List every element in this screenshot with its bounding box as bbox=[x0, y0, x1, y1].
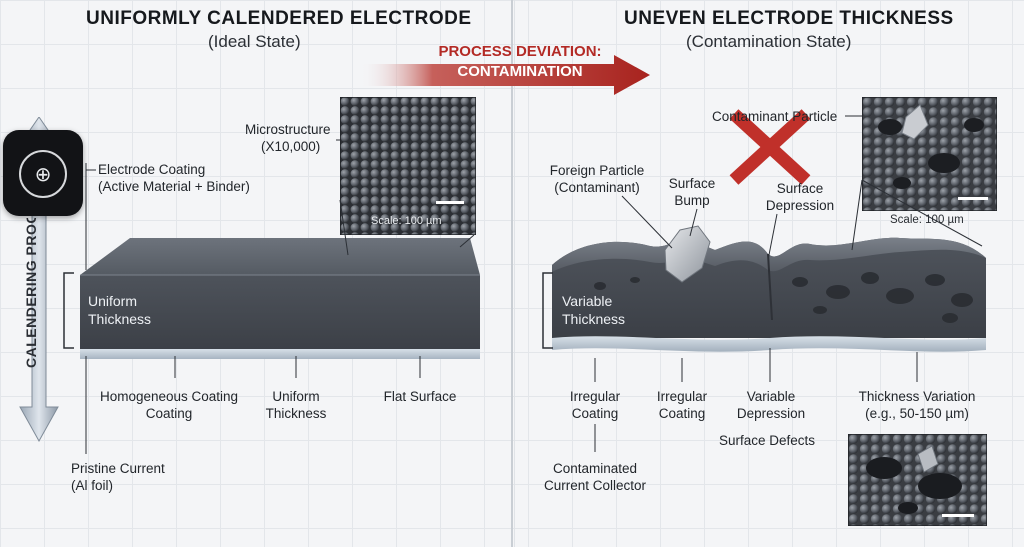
flat-surface-label: Flat Surface bbox=[383, 389, 457, 404]
surface-defects-label: Surface Defects bbox=[719, 433, 816, 448]
left-subtitle: (Ideal State) bbox=[208, 32, 301, 51]
left-scale-label: Scale: 100 µm bbox=[371, 215, 442, 227]
left-thickness-bracket bbox=[63, 272, 74, 349]
left-title: UNIFORMLY CALENDERED ELECTRODE bbox=[86, 8, 472, 29]
microstructure-label: Microstructure(X10,000) bbox=[245, 122, 331, 154]
right-scale-label: Scale: 100 µm bbox=[890, 214, 964, 226]
x-mark-icon bbox=[729, 109, 811, 185]
left-microstructure-inset bbox=[340, 97, 476, 235]
uniform-electrode-slab bbox=[80, 238, 480, 359]
app-logo-button[interactable]: ⊕ bbox=[3, 130, 83, 216]
panel-divider-shadow bbox=[514, 0, 515, 547]
right-thickness-bracket bbox=[542, 272, 553, 349]
electrode-coating-label: Electrode Coating(Active Material + Bind… bbox=[98, 162, 250, 194]
contaminant-particle-label: Contaminant Particle bbox=[712, 109, 838, 124]
thickness-variation-label: Thickness Variation(e.g., 50-150 µm) bbox=[858, 389, 976, 421]
left-leader-lines bbox=[85, 139, 475, 454]
right-defect-inset bbox=[848, 434, 987, 526]
app-logo-icon: ⊕ bbox=[19, 150, 67, 198]
pristine-current-label: Pristine Current(Al foil) bbox=[71, 461, 165, 493]
panel-divider bbox=[511, 0, 513, 547]
right-title: UNEVEN ELECTRODE THICKNESS bbox=[624, 8, 954, 29]
right-subtitle: (Contamination State) bbox=[686, 32, 852, 51]
foreign-particle-label: Foreign Particle(Contaminant) bbox=[549, 163, 645, 195]
process-deviation-label: PROCESS DEVIATION: CONTAMINATION bbox=[438, 43, 602, 80]
right-leader-lines bbox=[594, 115, 983, 452]
right-arrow-icon bbox=[360, 55, 650, 95]
